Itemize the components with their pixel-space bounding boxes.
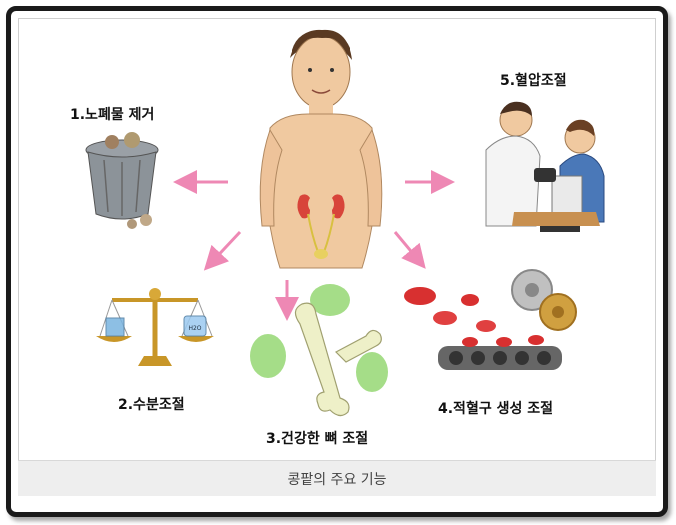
label-waste-removal: 1.노폐물 제거 xyxy=(70,107,155,123)
blood-pressure-check-icon xyxy=(485,101,605,232)
arrow-to-water xyxy=(203,230,242,271)
label-water-balance: 2.수분조절 xyxy=(118,397,185,413)
rbc-factory-icon xyxy=(404,269,577,370)
label-blood-pressure: 5.혈압조절 xyxy=(500,73,567,89)
label-bone-health: 3.건강한 뼈 조절 xyxy=(266,431,369,447)
arrow-to-rbc xyxy=(393,231,426,269)
bone-icon xyxy=(250,284,388,417)
human-figure-icon xyxy=(259,29,383,269)
trash-can-icon xyxy=(85,132,159,229)
label-rbc-production: 4.적혈구 생성 조절 xyxy=(438,401,553,417)
balance-scale-icon: H2O xyxy=(96,288,214,366)
caption-bar: 콩팥의 주요 기능 xyxy=(18,460,656,496)
water-jar-label: H2O xyxy=(188,325,201,332)
figure-caption: 콩팥의 주요 기능 xyxy=(287,471,387,488)
